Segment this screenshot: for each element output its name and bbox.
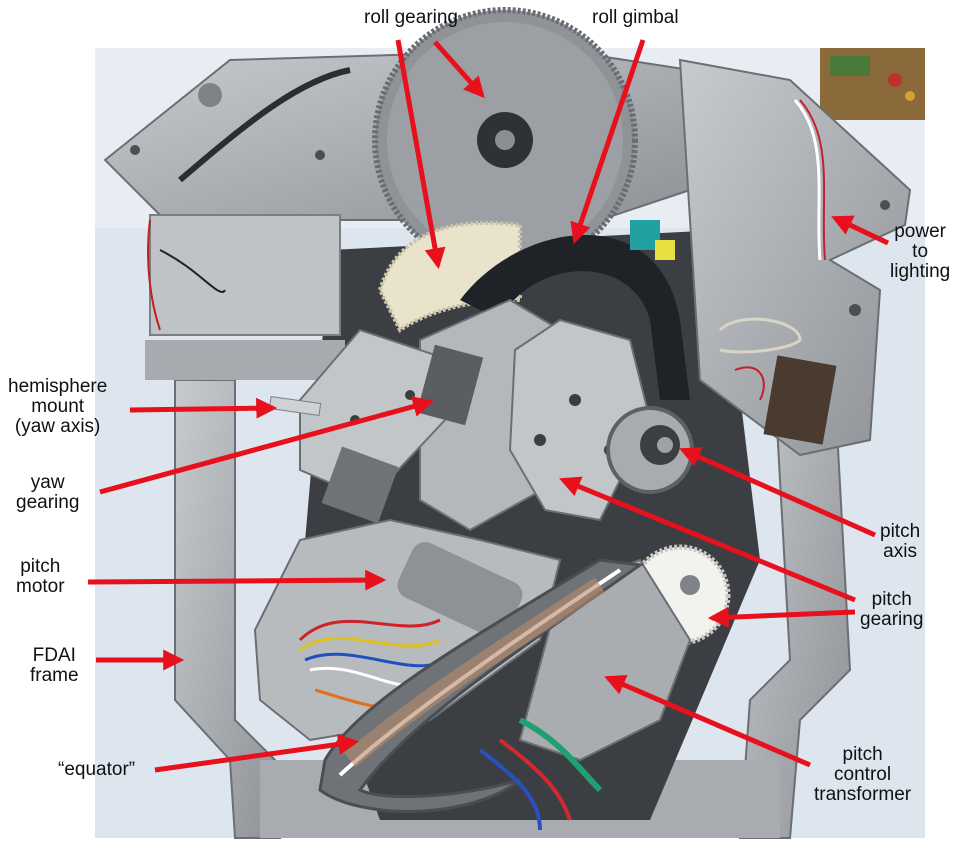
arrow-hemisphere — [129, 397, 278, 419]
arrow-power — [831, 215, 890, 246]
arrow-equator — [154, 733, 360, 773]
equator-ring — [318, 558, 645, 813]
label-roll-gimbal: roll gimbal — [592, 7, 679, 28]
label-hemisphere-mount: hemisphere mount (yaw axis) — [8, 376, 108, 437]
roll-gimbal — [460, 235, 690, 400]
label-pitch-motor: pitch motor — [16, 556, 65, 597]
label-power-to-lighting: power to lighting — [890, 221, 951, 282]
right-bracket — [678, 58, 912, 457]
arrow-roll-gimbal — [570, 39, 646, 244]
arrow-roll-gearing-a — [395, 39, 446, 270]
label-equator: “equator” — [58, 759, 136, 780]
label-pitch-gearing: pitch gearing — [860, 589, 924, 630]
label-pitch-control-transformer: pitch control transformer — [814, 744, 912, 805]
label-yaw-gearing: yaw gearing — [16, 472, 80, 513]
arrow-pitch-gearing-b — [707, 606, 856, 628]
arrow-yaw-gearing — [99, 396, 435, 495]
arrow-pitch-control — [604, 675, 811, 768]
label-roll-gearing: roll gearing — [364, 7, 458, 28]
arrow-pitch-axis — [679, 447, 877, 538]
label-pitch-axis: pitch axis — [880, 521, 921, 562]
arrow-pitch-gearing-a — [559, 476, 856, 603]
arrow-roll-gearing-b — [433, 40, 485, 99]
arrow-pitch-motor — [87, 569, 387, 591]
left-block — [149, 214, 341, 336]
roll-gear-sector — [377, 220, 522, 333]
label-fdai-frame: FDAI frame — [30, 645, 79, 686]
